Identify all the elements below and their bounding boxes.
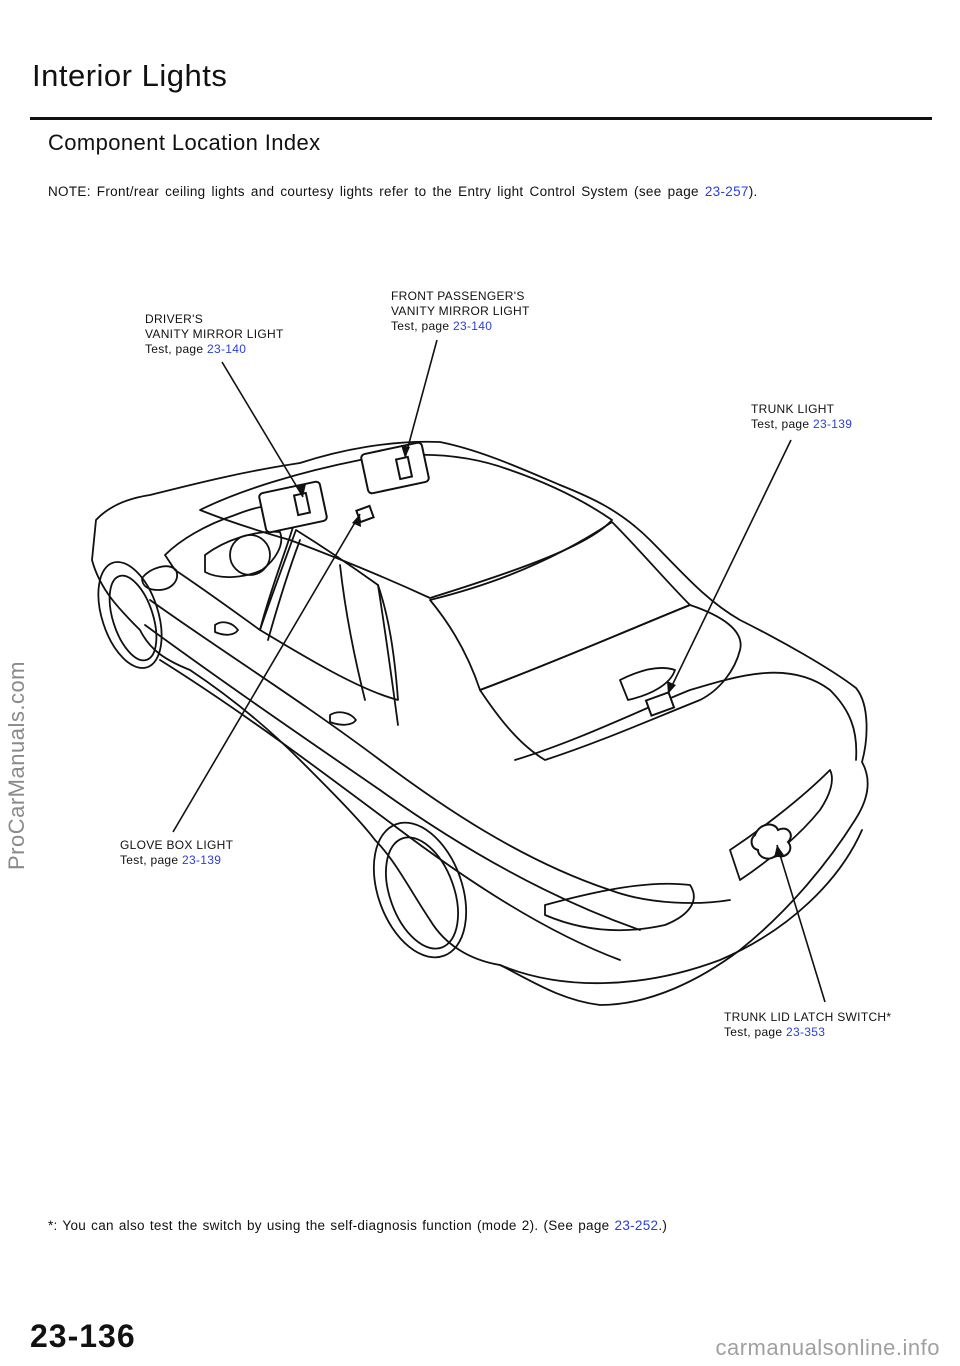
callout-passenger-vanity-mirror-light: FRONT PASSENGER'S VANITY MIRROR LIGHT Te… bbox=[391, 289, 530, 333]
footnote: *: You can also test the switch by using… bbox=[48, 1218, 668, 1233]
drivers-mirror-page-link[interactable]: 23-140 bbox=[207, 342, 247, 356]
callout-trunk-light: TRUNK LIGHT Test, page 23-139 bbox=[751, 402, 853, 431]
trunk-latch-page-link[interactable]: 23-353 bbox=[786, 1025, 826, 1039]
footnote-page-link[interactable]: 23-252 bbox=[614, 1218, 659, 1233]
glove-box-page-link[interactable]: 23-139 bbox=[182, 853, 222, 867]
page-number: 23-136 bbox=[30, 1318, 136, 1354]
callout-drivers-vanity-mirror-light: DRIVER'S VANITY MIRROR LIGHT Test, page … bbox=[145, 312, 284, 356]
trunk-light bbox=[644, 691, 676, 717]
section-title: Component Location Index bbox=[48, 130, 321, 155]
callout-trunk-lid-latch-switch: TRUNK LID LATCH SWITCH* Test, page 23-35… bbox=[724, 1010, 892, 1039]
page-title: Interior Lights bbox=[32, 58, 228, 93]
passenger-vanity-mirror bbox=[360, 441, 430, 495]
watermark-left: ProCarManuals.com bbox=[4, 660, 29, 870]
note-text: NOTE: Front/rear ceiling lights and cour… bbox=[48, 184, 758, 199]
trunk-light-page-link[interactable]: 23-139 bbox=[813, 417, 853, 431]
watermark-bottom: carmanualsonline.info bbox=[715, 1335, 940, 1360]
trunk-lid-latch-switch bbox=[750, 823, 792, 860]
title-rule bbox=[30, 117, 932, 120]
body-outline bbox=[91, 440, 869, 1006]
callout-glove-box-light: GLOVE BOX LIGHT Test, page 23-139 bbox=[120, 838, 234, 867]
passenger-mirror-page-link[interactable]: 23-140 bbox=[453, 319, 493, 333]
note-page-link[interactable]: 23-257 bbox=[704, 184, 749, 199]
drivers-vanity-mirror bbox=[258, 480, 328, 534]
